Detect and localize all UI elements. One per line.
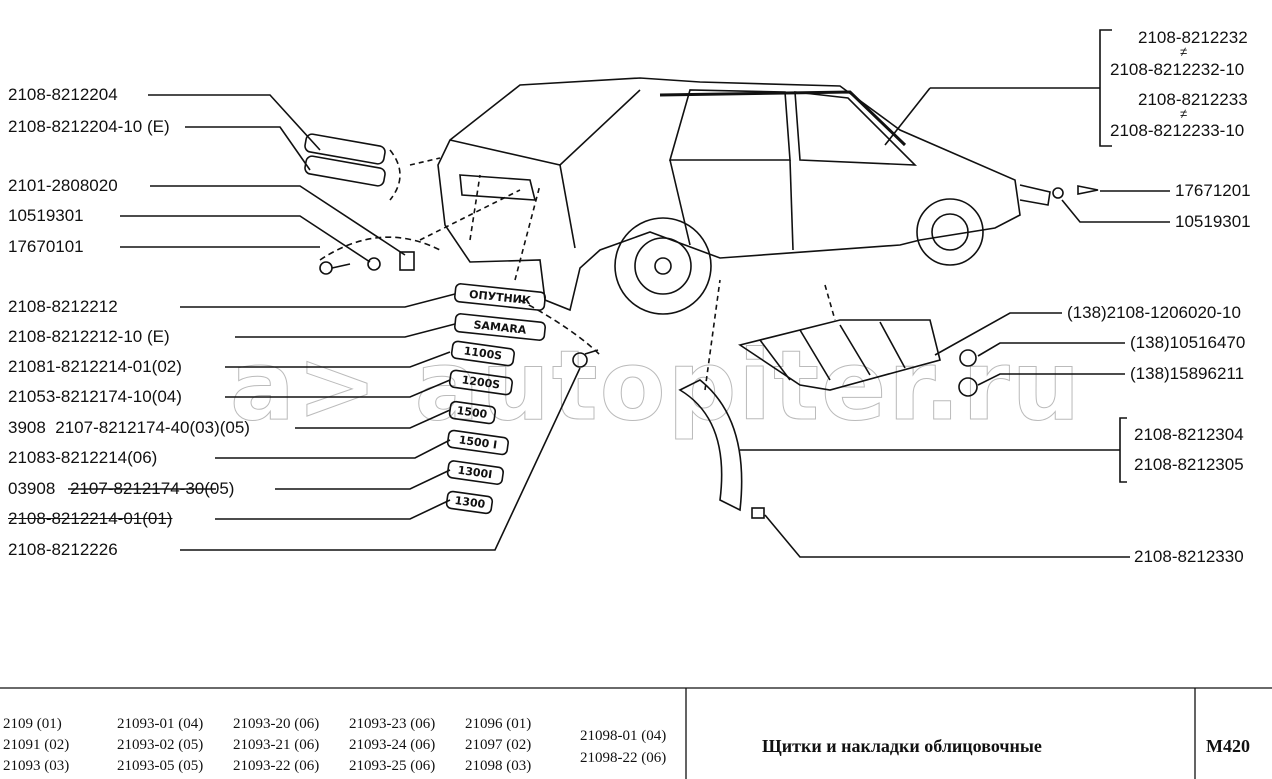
- badge: ОПУТНИК: [454, 283, 546, 311]
- badge: SAMARA: [454, 313, 546, 341]
- part-label: 2108-8212212: [8, 297, 118, 316]
- model-item: 21093-23 (06): [349, 716, 436, 732]
- model-column: 21093-23 (06) 21093-24 (06) 21093-25 (06…: [349, 714, 435, 777]
- part-label: 3908 2107-8212174-40(03)(05): [8, 418, 250, 437]
- badges: ОПУТНИК SAMARA 1100S 1200S 1500 1500 I 1…: [445, 283, 546, 515]
- badge: 1300: [445, 490, 494, 515]
- not-equal-sign: ≠: [1180, 106, 1188, 121]
- part-label: 2108-8212233: [1138, 90, 1248, 109]
- badge-text: 1100S: [463, 344, 503, 362]
- badge-text: 1300: [454, 494, 486, 511]
- part-label: 2108-8212204: [8, 85, 118, 104]
- model-column: 21096 (01) 21097 (02) 21098 (03): [465, 714, 531, 777]
- part-label: (138)15896211: [1130, 364, 1245, 383]
- badge-text: 1300I: [457, 464, 493, 482]
- model-item: 21097 (02): [465, 737, 532, 753]
- page-title: Щитки и накладки облицовочные: [762, 736, 1042, 756]
- part-label: 21081-8212214-01(02): [8, 357, 182, 376]
- part-label: 2108-8212233-10: [1110, 121, 1245, 140]
- car-drawing: [437, 77, 1051, 315]
- part-label: (138)2108-1206020-10: [1067, 303, 1241, 322]
- model-column: 21093-20 (06) 21093-21 (06) 21093-22 (06…: [233, 714, 319, 777]
- part-label: 2108-8212232-10: [1110, 60, 1245, 79]
- part-label: 03908: [8, 479, 56, 498]
- part-label: (138)10516470: [1130, 333, 1246, 352]
- part-label: 2108-8212214-01(01): [8, 509, 173, 528]
- part-label: 21083-8212214(06): [8, 448, 158, 467]
- model-column: 21098-01 (04) 21098-22 (06): [580, 725, 666, 769]
- part-label: 2108-8212212-10 (E): [8, 327, 170, 346]
- model-item: 21093-20 (06): [233, 716, 320, 732]
- badge: 1500: [448, 400, 497, 425]
- part-label: 2108-8212304: [1134, 425, 1244, 444]
- badge-text: ОПУТНИК: [468, 288, 531, 307]
- part-label: 10519301: [8, 206, 84, 225]
- model-item: 21098-22 (06): [580, 750, 667, 766]
- not-equal-sign: ≠: [1180, 44, 1188, 59]
- part-label: 2108-8212226: [8, 540, 118, 559]
- part-label: 2108-8212204-10 (E): [8, 117, 170, 136]
- model-item: 2109 (01): [3, 716, 62, 732]
- model-item: 21093-05 (05): [117, 758, 204, 774]
- badge: 1100S: [450, 340, 515, 367]
- model-item: 21093 (03): [3, 758, 70, 774]
- model-column: 2109 (01) 21091 (02) 21093 (03): [3, 714, 69, 777]
- badge-text: 1500: [456, 404, 488, 421]
- part-label: 17671201: [1175, 181, 1251, 200]
- part-label: 2107-8212174-30(05): [70, 479, 235, 498]
- model-item: 21098 (03): [465, 758, 532, 774]
- badge-text: 1200S: [461, 373, 501, 391]
- model-item: 21093-24 (06): [349, 737, 436, 753]
- sheet-code: М420: [1206, 736, 1250, 756]
- badge: 1200S: [448, 369, 513, 396]
- model-item: 21093-22 (06): [233, 758, 320, 774]
- model-item: 21096 (01): [465, 716, 532, 732]
- model-item: 21093-25 (06): [349, 758, 436, 774]
- watermark: a> autopiter.ru: [229, 330, 1083, 443]
- badge-text: 1500 I: [458, 433, 498, 451]
- part-label: 10519301: [1175, 212, 1251, 231]
- badge: 1500 I: [446, 429, 509, 456]
- model-item: 21093-01 (04): [117, 716, 204, 732]
- model-item: 21093-21 (06): [233, 737, 320, 753]
- model-item: 21093-02 (05): [117, 737, 204, 753]
- model-column: 21093-01 (04) 21093-02 (05) 21093-05 (05…: [117, 714, 203, 777]
- part-label: 21053-8212174-10(04): [8, 387, 182, 406]
- model-item: 21091 (02): [3, 737, 70, 753]
- part-label: 2101-2808020: [8, 176, 118, 195]
- part-label: 2108-8212330: [1134, 547, 1244, 566]
- part-label: 2108-8212305: [1134, 455, 1244, 474]
- model-item: 21098-01 (04): [580, 728, 667, 744]
- part-label: 17670101: [8, 237, 84, 256]
- badge-text: SAMARA: [473, 318, 527, 337]
- badge: 1300I: [446, 460, 504, 485]
- part-label: 2108-8212232: [1138, 28, 1248, 47]
